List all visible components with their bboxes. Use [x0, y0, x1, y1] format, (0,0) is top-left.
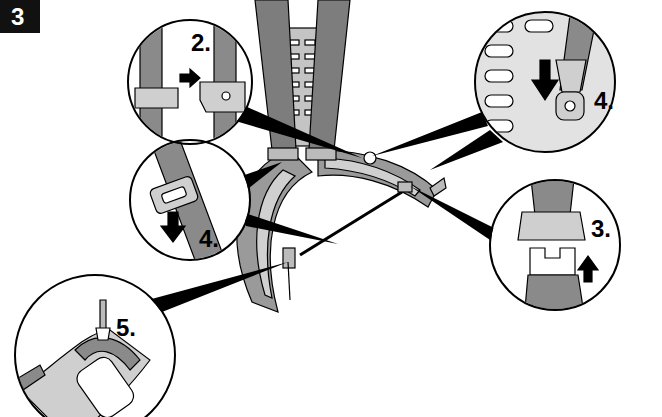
buckle-detail	[135, 0, 245, 180]
callout-circle: 2.	[127, 19, 253, 145]
figure-number: 3	[11, 5, 24, 29]
harness	[237, 0, 446, 312]
handle-detail	[15, 300, 150, 417]
callout-circle: 4.	[129, 139, 251, 261]
callout-circle: 4.	[474, 11, 616, 153]
clip-detail	[518, 170, 598, 320]
callout-number: 4.	[594, 89, 614, 113]
callout-circle: 5.	[14, 274, 176, 417]
callout-number: 4.	[199, 227, 219, 251]
strap-detail	[470, 0, 620, 170]
callout-number: 5.	[116, 316, 136, 340]
figure-badge: 3	[0, 0, 40, 33]
callout-circle: 3.	[489, 179, 621, 311]
slide-detail	[149, 140, 225, 260]
callout-number: 3.	[591, 217, 611, 241]
callout-number: 2.	[191, 31, 211, 55]
